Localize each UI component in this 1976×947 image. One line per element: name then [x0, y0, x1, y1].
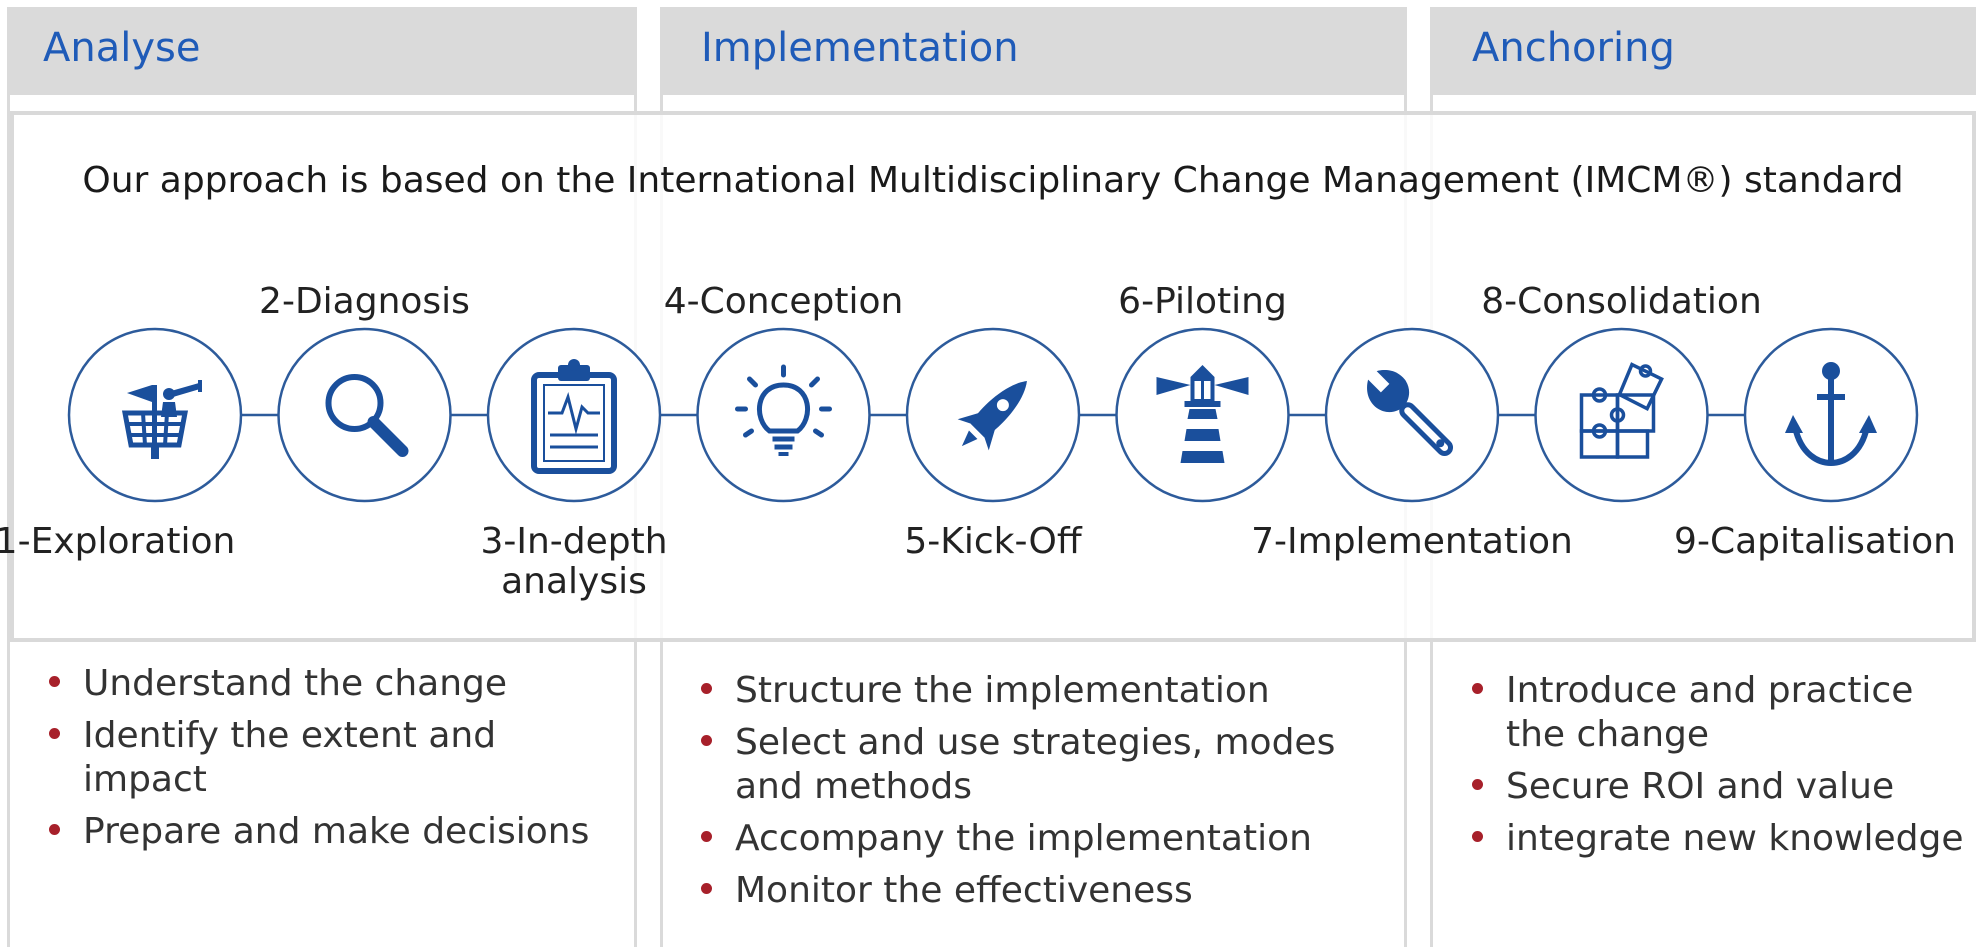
- step-label: 2-Diagnosis: [259, 281, 470, 322]
- step-7: 7-Implementation: [1251, 327, 1573, 562]
- step-label: 1-Exploration: [0, 521, 235, 562]
- step-circle: [1534, 327, 1709, 503]
- list-item: Introduce and practice the change: [1468, 669, 1968, 757]
- step-8: 8-Consolidation: [1481, 281, 1762, 503]
- phase-title-implementation: Implementation: [701, 25, 1019, 71]
- list-item: Prepare and make decisions: [45, 810, 625, 854]
- list-item: Identify the extent and impact: [45, 714, 625, 802]
- step-1: 1-Exploration: [0, 327, 243, 562]
- step-2: 2-Diagnosis: [259, 281, 470, 503]
- step-label: 8-Consolidation: [1481, 281, 1762, 322]
- step-label: analysis: [501, 561, 647, 602]
- anchoring-bullet-list: Introduce and practice the change Secure…: [1468, 669, 1968, 869]
- analyse-bullet-list: Understand the change Identify the exten…: [45, 662, 625, 862]
- phase-header-analyse: Analyse: [7, 7, 637, 95]
- step-label: 9-Capitalisation: [1674, 521, 1956, 562]
- list-item: Monitor the effectiveness: [697, 869, 1387, 913]
- step-circle: [277, 327, 452, 503]
- list-item: Select and use strategies, modes and met…: [697, 721, 1387, 809]
- step-label: 4-Conception: [664, 281, 904, 322]
- list-item: Understand the change: [45, 662, 625, 706]
- step-label: 6-Piloting: [1118, 281, 1287, 322]
- step-4: 4-Conception: [664, 281, 904, 503]
- phase-column-analyse: Analyse: [7, 7, 637, 947]
- step-9: 9-Capitalisation: [1674, 327, 1956, 562]
- list-item: integrate new knowledge: [1468, 817, 1968, 861]
- step-label: 7-Implementation: [1251, 521, 1573, 562]
- phase-header-implementation: Implementation: [660, 7, 1407, 95]
- step-label: 5-Kick-Off: [904, 521, 1082, 562]
- list-item: Secure ROI and value: [1468, 765, 1968, 809]
- approach-text: Our approach is based on the Internation…: [82, 160, 1904, 201]
- list-item: Structure the implementation: [697, 669, 1387, 713]
- phase-title-analyse: Analyse: [43, 25, 201, 71]
- phase-header-anchoring: Anchoring: [1430, 7, 1976, 95]
- list-item: Accompany the implementation: [697, 817, 1387, 861]
- step-5: 5-Kick-Off: [904, 327, 1083, 562]
- step-circle: [1324, 327, 1500, 503]
- step-label: 3-In-depth: [480, 521, 667, 562]
- step-6: 6-Piloting: [1115, 281, 1290, 503]
- step-circle: [696, 327, 871, 503]
- implementation-bullet-list: Structure the implementation Select and …: [697, 669, 1387, 921]
- phase-column-implementation: Implementation: [660, 7, 1407, 947]
- phase-title-anchoring: Anchoring: [1472, 25, 1675, 71]
